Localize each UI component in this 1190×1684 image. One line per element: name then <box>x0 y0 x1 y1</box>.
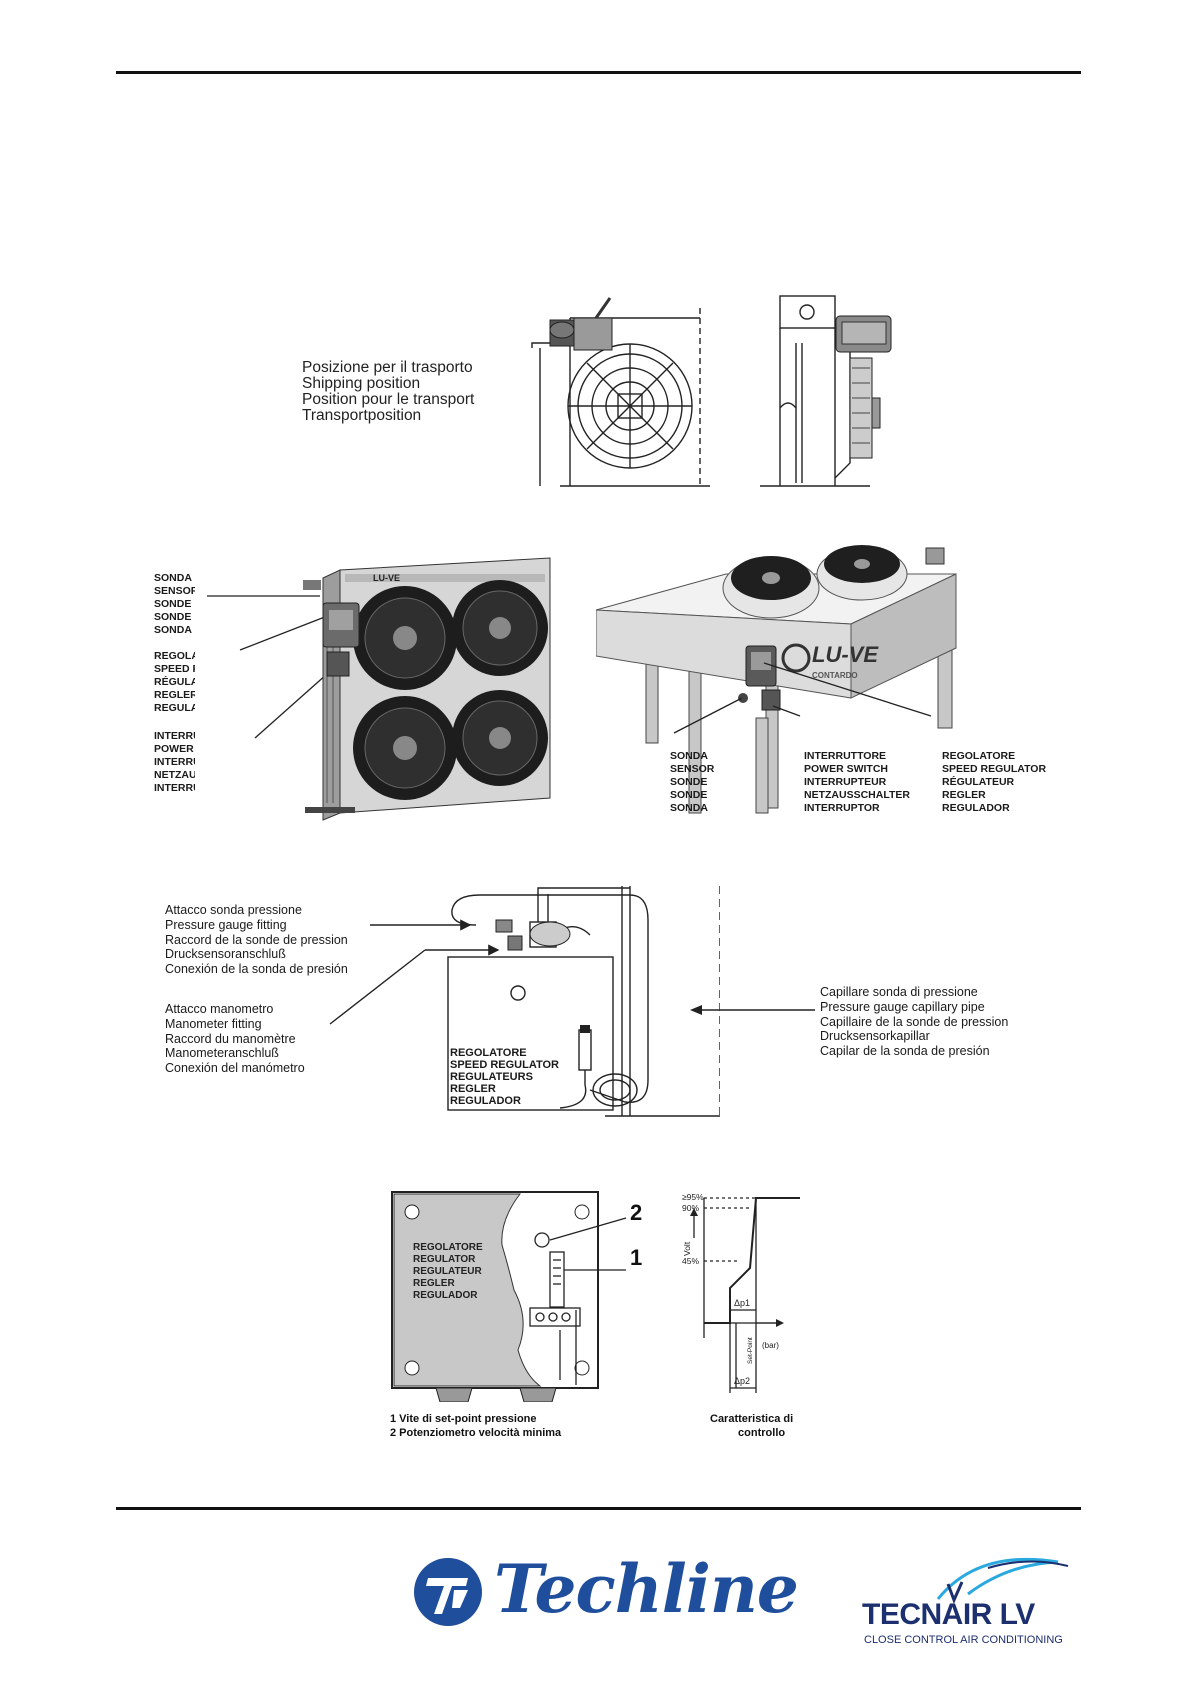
label-line: REGOLATORE <box>942 750 1016 762</box>
label-line: SONDA <box>154 624 192 636</box>
label-line: INTERRUPTEUR <box>804 776 887 788</box>
techline-wordmark: Techline <box>494 1550 799 1628</box>
pressure-box-label: REGULATEURS <box>450 1071 533 1083</box>
curve-y95: ≥95% <box>682 1192 704 1202</box>
label-line: Conexión de la sonda de presión <box>165 962 348 977</box>
photo-right-brand-sub: CONTARDO <box>812 671 858 680</box>
curve-dp1: Δp1 <box>734 1298 750 1308</box>
legend-line: 1 Vite di set-point pressione <box>390 1413 537 1425</box>
label-line: Attacco manometro <box>165 1002 274 1016</box>
label-line: SONDA <box>154 572 192 584</box>
label-line: Capilar de la sonda de presión <box>820 1044 990 1059</box>
label-line: Manometer fitting <box>165 1016 262 1031</box>
techline-emblem <box>414 1558 482 1626</box>
label-line: Manometeranschluß <box>165 1046 279 1061</box>
photo-right-brand: LU-VE <box>812 642 879 667</box>
controller-legend: 1 Vite di set-point pressione 2 Potenzio… <box>390 1412 561 1440</box>
tecnair-swoosh <box>936 1557 1069 1604</box>
tecnair-tagline: CLOSE CONTROL AIR CONDITIONING <box>864 1634 1063 1646</box>
label-line: SONDE <box>154 611 192 623</box>
controller-box-label: REGOLATORE <box>413 1242 483 1253</box>
pressure-box-label: REGULADOR <box>450 1095 521 1107</box>
label-line: Attacco sonda pressione <box>165 903 302 917</box>
shipping-label: Posizione per il trasporto <box>302 359 473 376</box>
label-line: RÉGULATEUR <box>942 776 1015 788</box>
label-line: REGLER <box>942 789 986 801</box>
curve-y90: 90% <box>682 1203 699 1213</box>
shipping-front-drawing <box>531 297 710 487</box>
label-line: INTERRUPTOR <box>804 802 880 814</box>
pressure-sensor-diagram: REGOLATORE SPEED REGULATOR REGULATEURS R… <box>329 886 720 1117</box>
label-line: Raccord de la sonde de pression <box>165 932 348 947</box>
label-line: SONDA <box>670 750 708 762</box>
tecnair-logo: TECNAIR LV CLOSE CONTROL AIR CONDITIONIN… <box>858 1554 1078 1654</box>
label-line: Raccord du manomètre <box>165 1031 296 1046</box>
shipping-label: Transportposition <box>302 407 422 424</box>
condenser-horizontal-photo: LU-VE CONTARDO <box>596 545 957 814</box>
label-line: Pressure gauge fitting <box>165 917 287 932</box>
label-line: Drucksensoranschluß <box>165 947 286 962</box>
pressure-fitting-labels: Attacco sonda pressione Pressure gauge f… <box>165 903 348 977</box>
curve-setpoint: Set-Point <box>747 1337 754 1364</box>
bottom-rule <box>116 1507 1081 1510</box>
label-line: SENSOR <box>670 763 715 775</box>
pressure-box-label: REGOLATORE <box>450 1047 527 1059</box>
label-line: SONDE <box>670 776 708 788</box>
label-line: Conexión del manómetro <box>165 1061 305 1076</box>
label-line: SENSOR <box>154 585 199 597</box>
photo-right-sensor-labels: SONDA SENSOR SONDE SONDE SONDA <box>670 750 714 815</box>
caption-line: controllo <box>738 1427 786 1439</box>
curve-y45: 45% <box>682 1256 699 1266</box>
shipping-label: Shipping position <box>302 375 421 392</box>
label-line: SONDA <box>670 802 708 814</box>
curve-bar: (bar) <box>762 1341 779 1350</box>
techline-logo: Techline <box>412 1550 812 1646</box>
controller-box-label: REGULATEUR <box>413 1266 482 1277</box>
controller-box-label: REGULADOR <box>413 1290 478 1301</box>
controller-internal-drawing: REGOLATORE REGULATOR REGULATEUR REGLER R… <box>391 1191 627 1402</box>
callout-number-1: 1 <box>630 1245 643 1270</box>
label-line: SONDE <box>670 789 708 801</box>
label-line: INTERRUTTORE <box>804 750 887 762</box>
shipping-label: Position pour le transport <box>302 391 475 408</box>
label-line: POWER SWITCH <box>804 763 888 775</box>
pressure-box-label: REGLER <box>450 1083 496 1095</box>
tecnair-wordmark: TECNAIR LV <box>862 1598 1035 1631</box>
curve-caption: Caratteristica di controllo <box>710 1412 793 1440</box>
control-characteristic-curve: ≥95% 90% 45% Volt Δp1 Δp2 (bar) Set-Poin… <box>682 1192 800 1393</box>
shipping-side-drawing <box>760 295 892 487</box>
capillary-labels: Capillare sonda di pressione Pressure ga… <box>820 985 1008 1059</box>
controller-box-label: REGLER <box>413 1278 455 1289</box>
label-line: NETZAUSSCHALTER <box>804 789 910 801</box>
callout-number-2: 2 <box>630 1200 643 1225</box>
label-line: SPEED REGULATOR <box>942 763 1047 775</box>
label-line: Capillare sonda di pressione <box>820 985 978 999</box>
legend-line: 2 Potenziometro velocità minima <box>390 1427 562 1439</box>
label-line: REGULADOR <box>942 802 1010 814</box>
top-rule <box>116 71 1081 74</box>
shipping-position-labels: Posizione per il trasporto Shipping posi… <box>302 360 474 424</box>
curve-dp2: Δp2 <box>734 1376 750 1386</box>
photo-right-regulator-labels: REGOLATORE SPEED REGULATOR RÉGULATEUR RE… <box>942 750 1046 815</box>
label-line: Drucksensorkapillar <box>820 1029 930 1044</box>
capillary-arrow <box>690 1005 815 1015</box>
condenser-vertical-photo: LU-VE <box>195 548 565 828</box>
photo-right-switch-labels: INTERRUTTORE POWER SWITCH INTERRUPTEUR N… <box>804 750 910 815</box>
label-line: Capillaire de la sonde de pression <box>820 1014 1009 1029</box>
caption-line: Caratteristica di <box>710 1413 794 1425</box>
controller-box-label: REGULATOR <box>413 1254 476 1265</box>
photo-left-brand: LU-VE <box>373 573 400 583</box>
photo-left-sensor-labels: SONDA SENSOR SONDE SONDE SONDA <box>154 572 198 637</box>
curve-ylabel: Volt <box>682 1241 692 1256</box>
label-line: Pressure gauge capillary pipe <box>820 999 985 1014</box>
manometer-fitting-labels: Attacco manometro Manometer fitting Racc… <box>165 1002 305 1076</box>
pressure-box-label: SPEED REGULATOR <box>450 1059 559 1071</box>
label-line: REGLER <box>154 689 198 701</box>
label-line: SONDE <box>154 598 192 610</box>
